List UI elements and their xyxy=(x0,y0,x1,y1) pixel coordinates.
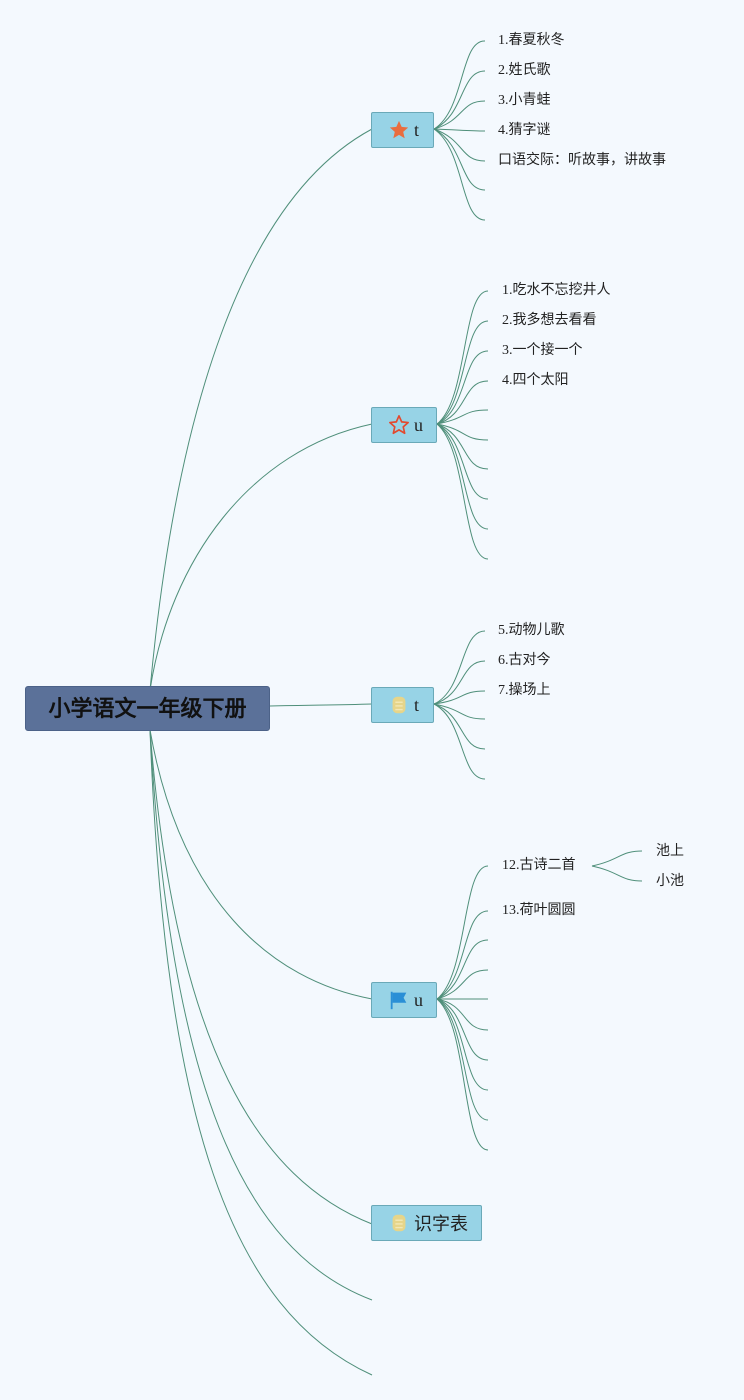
sub-leaf-item[interactable]: 池上 xyxy=(656,843,684,859)
leaf-item[interactable]: 5.动物儿歌 xyxy=(498,623,565,638)
leaf-item[interactable]: 1.春夏秋冬 xyxy=(498,33,565,48)
topic-label: t xyxy=(414,119,420,140)
topic-label: t xyxy=(414,694,420,715)
leaf-item[interactable]: 3.一个接一个 xyxy=(502,343,583,358)
leaf-item[interactable]: 6.古对今 xyxy=(498,653,551,668)
topic-label: 识字表 xyxy=(414,1214,468,1235)
topic-branch-2[interactable]: u xyxy=(371,407,437,443)
leaf-item[interactable]: 1.吃水不忘挖井人 xyxy=(502,283,611,298)
badge-icon xyxy=(388,694,410,716)
leaf-item[interactable]: 4.猜字谜 xyxy=(498,123,551,138)
topic-branch-4[interactable]: u xyxy=(371,982,437,1018)
leaf-item[interactable]: 3.小青蛙 xyxy=(498,93,551,108)
topic-branch-3[interactable]: t xyxy=(371,687,434,723)
topic-label: u xyxy=(414,414,423,435)
leaf-item[interactable]: 2.我多想去看看 xyxy=(502,313,597,328)
leaf-item[interactable]: 7.操场上 xyxy=(498,683,551,698)
leaf-item[interactable]: 口语交际：听故事，讲故事 xyxy=(498,153,666,168)
leaf-item[interactable]: 4.四个太阳 xyxy=(502,373,569,388)
topic-branch-5[interactable]: 识字表 xyxy=(371,1205,482,1241)
topic-branch-1[interactable]: t xyxy=(371,112,434,148)
star-outline-icon xyxy=(388,414,410,436)
leaf-item[interactable]: 13.荷叶圆圆 xyxy=(502,903,576,918)
star-filled-icon xyxy=(388,119,410,141)
leaf-item[interactable]: 2.姓氏歌 xyxy=(498,63,551,78)
topic-label: u xyxy=(414,989,423,1010)
badge-icon xyxy=(388,1212,410,1234)
root-topic[interactable]: 小学语文一年级下册 xyxy=(25,686,270,731)
leaf-item[interactable]: 12.古诗二首 xyxy=(502,858,576,873)
sub-leaf-item[interactable]: 小池 xyxy=(656,873,684,889)
flag-icon xyxy=(388,989,410,1011)
